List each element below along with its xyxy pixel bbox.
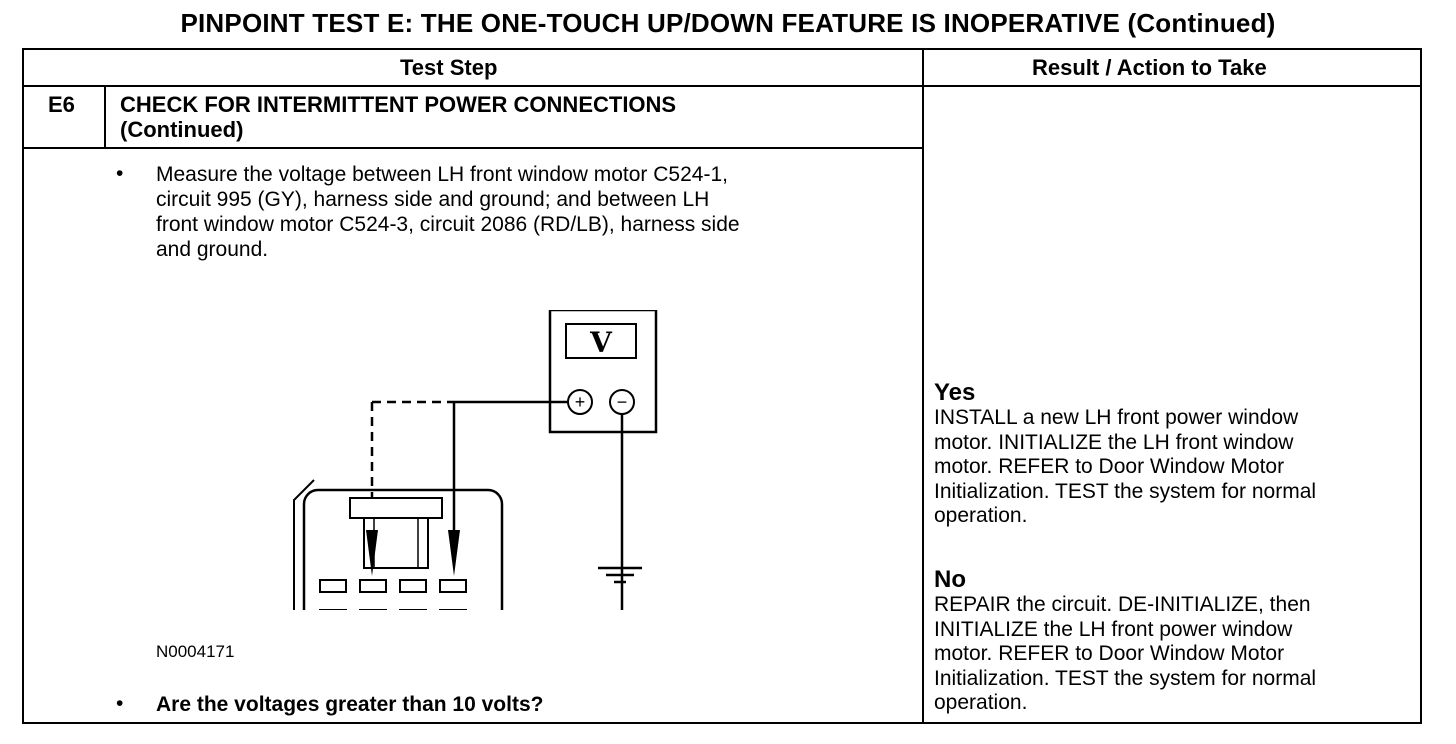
result-no: No REPAIR the circuit. DE-INITIALIZE, th… [934,567,1404,716]
step-title-line: CHECK FOR INTERMITTENT POWER CONNECTIONS [120,92,677,117]
page-title: PINPOINT TEST E: THE ONE-TOUCH UP/DOWN F… [180,8,1276,38]
voltmeter-v-label: V [589,326,613,359]
result-yes: Yes INSTALL a new LH front power window … [934,380,1404,529]
instruction-line: Measure the voltage between LH front win… [156,163,728,186]
header-divider [24,85,1420,87]
step-title: CHECK FOR INTERMITTENT POWER CONNECTIONS… [120,92,880,142]
bullet-icon: • [116,162,124,185]
result-no-line: operation. [934,691,1028,714]
result-no-line: REPAIR the circuit. DE-INITIALIZE, then [934,593,1311,616]
header-test-step: Test Step [400,55,498,80]
result-yes-line: motor. REFER to Door Window Motor [934,455,1285,478]
ground-icon [598,566,642,584]
step-id-divider [104,85,106,148]
plus-terminal-icon: + [575,392,586,412]
result-yes-line: motor. INITIALIZE the LH front window [934,430,1294,454]
result-yes-line: operation. [934,504,1028,527]
step-instruction: Measure the voltage between LH front win… [156,162,916,262]
bullet-icon: • [116,692,124,715]
step-title-divider [24,147,922,149]
figure-code: N0004171 [156,642,235,661]
step-question: Are the voltages greater than 10 volts? [156,693,544,716]
result-no-line: INITIALIZE the LH front power window [934,617,1293,641]
result-no-heading: No [934,566,966,593]
instruction-line: circuit 995 (GY), harness side and groun… [156,188,710,211]
connector-voltmeter-diagram: V + − [293,310,658,610]
minus-terminal-icon: − [617,392,628,412]
step-title-line: (Continued) [120,117,244,142]
column-divider [922,50,924,722]
instruction-line: front window motor C524-3, circuit 2086 … [156,213,740,236]
instruction-line: and ground. [156,238,269,261]
result-yes-line: Initialization. TEST the system for norm… [934,479,1317,503]
result-no-line: motor. REFER to Door Window Motor [934,642,1285,665]
pinpoint-test-table: Test Step Result / Action to Take E6 CHE… [22,48,1422,724]
result-no-line: Initialization. TEST the system for norm… [934,666,1317,690]
result-yes-line: INSTALL a new LH front power window [934,406,1299,429]
header-result-action: Result / Action to Take [1032,55,1267,80]
result-yes-heading: Yes [934,379,976,406]
step-id: E6 [48,92,75,117]
